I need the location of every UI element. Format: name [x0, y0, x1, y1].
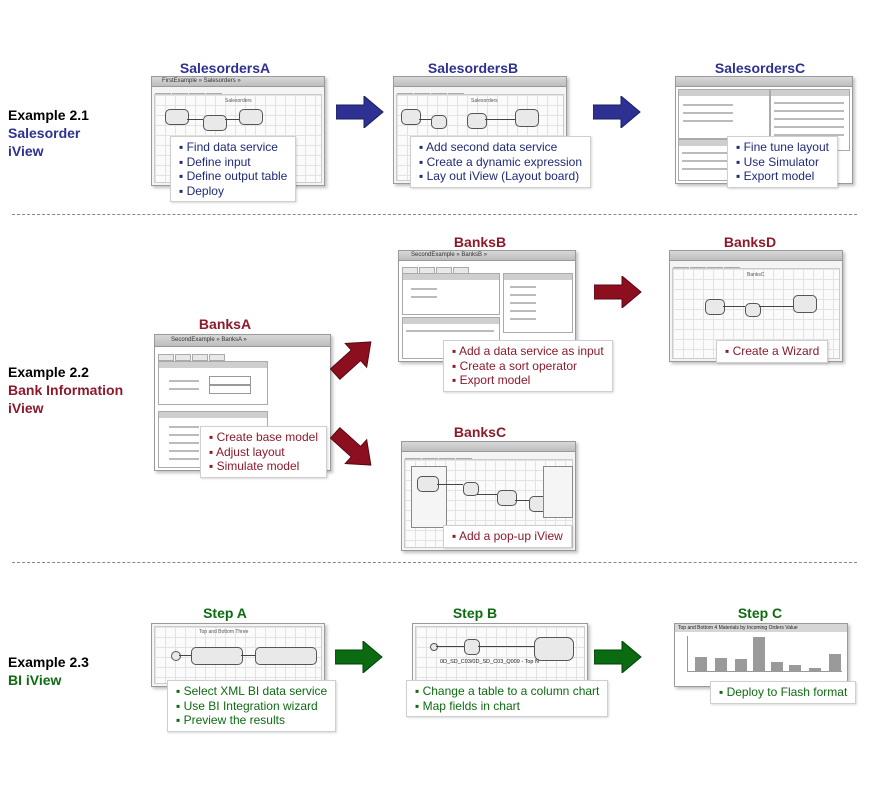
callout-item: Change a table to a column chart	[415, 684, 600, 699]
example-name: Salesorder	[8, 125, 81, 141]
callout-item: Add a data service as input	[452, 344, 604, 359]
step-title-step-b: Step B	[452, 605, 498, 621]
callout-banks-d: Create a Wizard	[716, 340, 829, 363]
step-title-salesorders-c: SalesordersC	[714, 60, 806, 76]
step-title-salesorders-b: SalesordersB	[427, 60, 519, 76]
callout-salesorders-c: Fine tune layout Use Simulator Export mo…	[727, 136, 838, 188]
example-number: Example 2.3	[8, 654, 89, 670]
example-number: Example 2.2	[8, 364, 89, 380]
screenshot-step-a: Top and Bottom Three	[151, 623, 325, 687]
breadcrumb: FirstExample » Salesorders »	[162, 78, 241, 84]
callout-item: Create base model	[209, 430, 318, 445]
step-title-banks-a: BanksA	[198, 316, 252, 332]
callout-step-b: Change a table to a column chart Map fie…	[406, 680, 609, 717]
example-2-2-label: Example 2.2 Bank Information iView	[8, 363, 123, 417]
callout-item: Deploy to Flash format	[719, 685, 848, 700]
example-2-1-label: Example 2.1 Salesorder iView	[8, 106, 89, 160]
example-name: BI iView	[8, 672, 62, 688]
callout-item: Map fields in chart	[415, 699, 599, 714]
callout-step-c: Deploy to Flash format	[710, 681, 857, 704]
callout-item: Select XML BI data service	[176, 684, 328, 699]
callout-step-a: Select XML BI data service Use BI Integr…	[167, 680, 337, 732]
arrow-right-icon	[593, 96, 641, 128]
example-number: Example 2.1	[8, 107, 89, 123]
step-title-banks-b: BanksB	[453, 234, 507, 250]
callout-item: Create a dynamic expression	[419, 155, 582, 170]
chart-title: Top and Bottom 4 Materials by Incoming O…	[678, 625, 798, 631]
callout-item: Simulate model	[209, 459, 318, 474]
breadcrumb: SecondExample » BanksA »	[171, 337, 247, 343]
board-title: Top and Bottom Three	[199, 629, 249, 635]
callout-item: Add second data service	[419, 140, 582, 155]
section-divider	[12, 214, 857, 215]
arrow-down-right-icon	[329, 427, 372, 466]
callout-banks-a: Create base model Adjust layout Simulate…	[200, 426, 327, 478]
step-title-step-c: Step C	[737, 605, 783, 621]
callout-banks-b: Add a data service as input Create a sor…	[443, 340, 613, 392]
callout-item: Find data service	[179, 140, 287, 155]
step-title-salesorders-a: SalesordersA	[179, 60, 271, 76]
section-divider	[12, 562, 857, 563]
callout-salesorders-b: Add second data service Create a dynamic…	[410, 136, 592, 188]
step-title-step-a: Step A	[203, 605, 247, 621]
screenshot-step-c: Top and Bottom 4 Materials by Incoming O…	[674, 623, 848, 687]
callout-item: Use Simulator	[736, 155, 829, 170]
arrow-up-right-icon	[329, 341, 372, 380]
board-title: 0D_SD_C03/0D_SD_C03_Q009 - Top N	[440, 659, 539, 665]
callout-banks-c: Add a pop-up iView	[443, 525, 572, 548]
callout-item: Define output table	[179, 169, 288, 184]
callout-item: Lay out iView (Layout board)	[419, 169, 582, 184]
callout-item: Export model	[736, 169, 829, 184]
arrow-right-icon	[594, 641, 642, 673]
callout-item: Adjust layout	[209, 445, 318, 460]
callout-item: Create a Wizard	[725, 344, 820, 359]
callout-item: Add a pop-up iView	[452, 529, 563, 544]
step-title-banks-d: BanksD	[723, 234, 777, 250]
breadcrumb: SecondExample » BanksB »	[411, 252, 488, 258]
screenshot-step-b: 0D_SD_C03/0D_SD_C03_Q009 - Top N	[412, 623, 588, 687]
arrow-right-icon	[336, 96, 384, 128]
callout-item: Deploy	[179, 184, 287, 199]
arrow-right-icon	[335, 641, 383, 673]
step-title-banks-c: BanksC	[453, 424, 507, 440]
callout-item: Use BI Integration wizard	[176, 699, 327, 714]
example-type: iView	[8, 143, 44, 159]
callout-item: Preview the results	[176, 713, 327, 728]
example-name: Bank Information	[8, 382, 124, 398]
board-title: Salesorders	[225, 98, 252, 104]
example-2-3-label: Example 2.3 BI iView	[8, 653, 89, 689]
callout-item: Create a sort operator	[452, 359, 604, 374]
callout-item: Define input	[179, 155, 287, 170]
arrow-right-icon	[594, 276, 642, 308]
board-title: Salesorders	[471, 98, 498, 104]
board-title: BanksC	[747, 272, 765, 278]
callout-item: Fine tune layout	[736, 140, 829, 155]
callout-item: Export model	[452, 373, 604, 388]
example-type: iView	[8, 400, 44, 416]
callout-salesorders-a: Find data service Define input Define ou…	[170, 136, 297, 202]
